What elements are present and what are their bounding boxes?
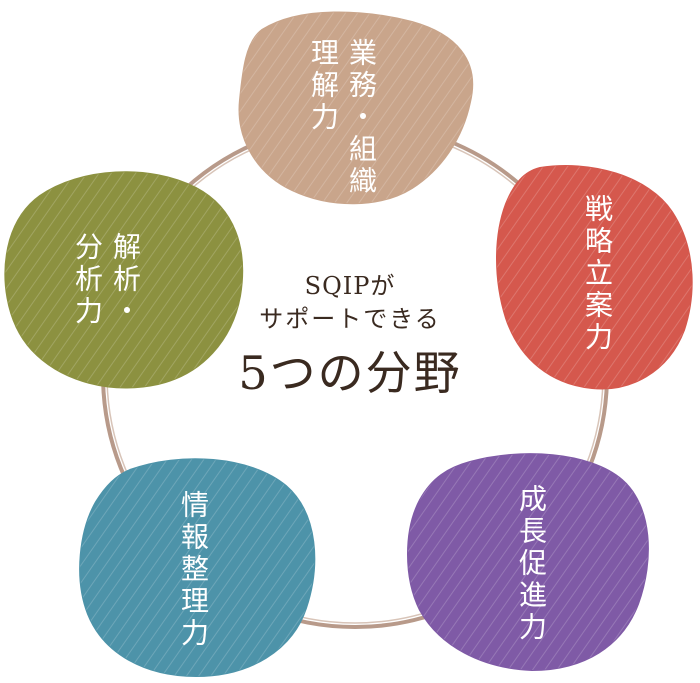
center-caption: SQIPが サポートできる 5つの分野 (200, 270, 500, 408)
node-info-label: 情報整理力 (174, 490, 212, 650)
node-analysis-label-col2: 分析力 (71, 232, 104, 328)
node-strategy-planning (496, 164, 693, 390)
center-caption-line2: サポートできる (259, 305, 441, 333)
node-info-label-col1: 情報整理力 (177, 490, 210, 650)
node-business-label: 業務・組織 理解力 (304, 38, 380, 198)
node-analysis-label-col1: 解析・ (109, 232, 142, 328)
node-info-texture (80, 459, 315, 676)
node-growth-label: 成長促進力 (512, 484, 550, 644)
node-business-understanding (238, 11, 474, 205)
node-growth-texture (408, 454, 648, 670)
node-analysis (4, 171, 244, 389)
node-business-label-col1: 業務・組織 (345, 38, 378, 198)
node-growth-promotion (407, 453, 649, 672)
node-analysis-label: 解析・ 分析力 (68, 232, 144, 328)
center-caption-title: 5つの分野 (238, 346, 462, 400)
node-strategy-label-col1: 戦略立案力 (581, 194, 614, 354)
node-business-texture (239, 12, 473, 204)
node-growth-label-col1: 成長促進力 (515, 484, 548, 644)
node-business-label-col2: 理解力 (307, 38, 340, 134)
center-caption-line1: SQIPが (304, 272, 396, 300)
node-strategy-label: 戦略立案力 (578, 194, 616, 354)
node-information-organizing (79, 458, 316, 678)
node-strategy-texture (497, 165, 692, 389)
node-analysis-texture (5, 172, 243, 388)
